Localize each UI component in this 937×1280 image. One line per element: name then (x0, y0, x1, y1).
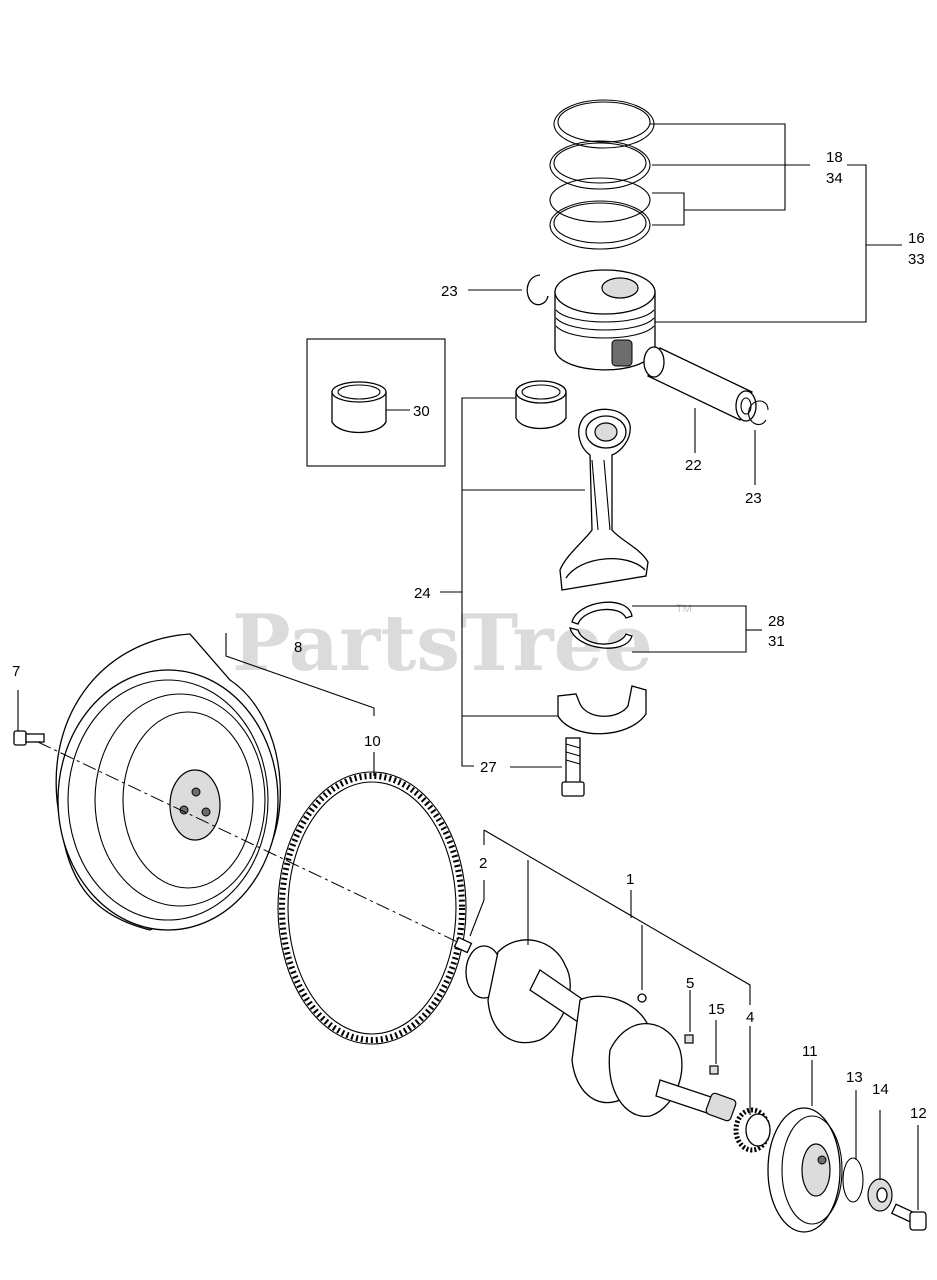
callout-34: 34 (826, 170, 843, 187)
callout-23: 23 (745, 490, 762, 507)
watermark-tm: TM (676, 603, 692, 615)
rod-cap-icon[interactable] (557, 685, 647, 735)
callout-22: 22 (685, 457, 702, 474)
piston-icon[interactable] (554, 269, 656, 371)
inset-frame (306, 338, 446, 467)
bolt-icon[interactable] (890, 1203, 927, 1231)
callout-11: 11 (802, 1043, 818, 1060)
callout-15: 15 (708, 1001, 725, 1018)
callout-12: 12 (910, 1105, 927, 1122)
circlip-icon[interactable] (526, 274, 549, 306)
o-ring-icon[interactable] (842, 1157, 864, 1203)
bushing-icon[interactable] (515, 380, 567, 430)
callout-28: 28 (768, 613, 785, 630)
washer-icon[interactable] (867, 1178, 893, 1212)
callout-2: 2 (479, 855, 487, 872)
callout-18: 18 (826, 149, 843, 166)
callout-10: 10 (364, 733, 381, 750)
callout-5: 5 (686, 975, 694, 992)
callout-7: 7 (12, 663, 20, 680)
callout-24: 24 (414, 585, 431, 602)
callout-30: 30 (413, 403, 430, 420)
ring-gear-icon[interactable] (277, 771, 467, 1045)
bushing-icon[interactable] (331, 381, 387, 434)
connecting-rod-icon[interactable] (559, 408, 649, 591)
pulley-icon[interactable] (767, 1107, 843, 1233)
callout-1: 1 (626, 871, 634, 888)
piston-pin-icon[interactable] (643, 346, 757, 422)
callout-16: 16 (908, 230, 925, 247)
callout-23: 23 (441, 283, 458, 300)
gear-icon[interactable] (733, 1107, 771, 1153)
bearing-icon[interactable] (569, 601, 633, 649)
bolt-icon[interactable] (13, 730, 45, 746)
callout-4: 4 (746, 1009, 754, 1026)
bolt-icon[interactable] (561, 737, 585, 797)
circlip-icon[interactable] (748, 400, 769, 425)
callout-13: 13 (846, 1069, 863, 1086)
crankshaft-icon[interactable] (453, 936, 737, 1122)
callout-27: 27 (480, 759, 497, 776)
callout-33: 33 (908, 251, 925, 268)
callout-8: 8 (294, 639, 302, 656)
callout-14: 14 (872, 1081, 889, 1098)
callout-31: 31 (768, 633, 785, 650)
piston-ring-icon[interactable] (549, 99, 655, 250)
